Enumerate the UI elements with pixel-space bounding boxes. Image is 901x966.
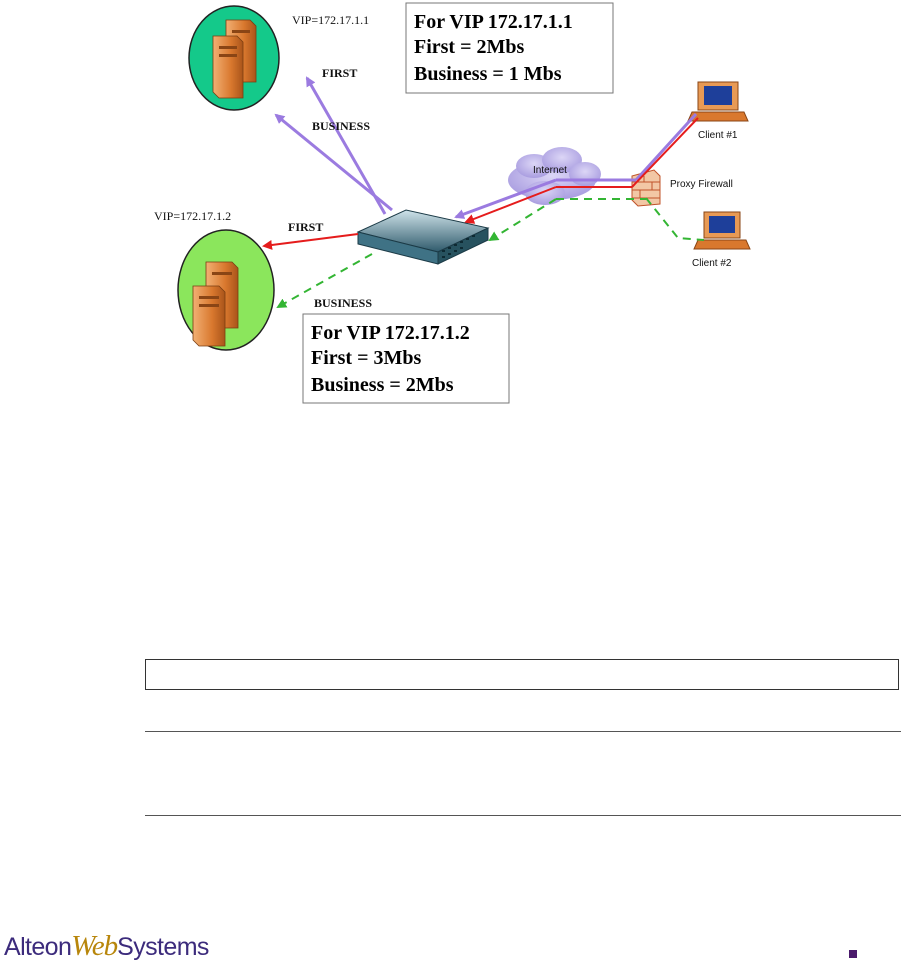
rate-box-vip2-line1: For VIP 172.17.1.2 (311, 322, 470, 344)
vip2-label: VIP=172.17.1.2 (154, 209, 231, 223)
rate-box-vip1-line2: First = 2Mbs (414, 36, 524, 58)
rate-box-vip2: For VIP 172.17.1.2 First = 3Mbs Business… (302, 313, 510, 404)
first-label-vip1: FIRST (322, 66, 357, 80)
rate-box-vip2-line2: First = 3Mbs (311, 347, 421, 369)
footer-bullet-icon (849, 950, 857, 958)
proxy-firewall-label: Proxy Firewall (670, 179, 733, 190)
rate-box-vip1-line3: Business = 1 Mbs (414, 63, 562, 85)
horizontal-rule-bottom (145, 815, 901, 816)
rate-box-vip2-line3: Business = 2Mbs (311, 374, 454, 396)
logo-systems: Systems (117, 933, 209, 961)
proxy-firewall-icon (631, 169, 661, 207)
network-diagram: VIP=172.17.1.1 VIP=172.17.1.2 For VIP 17… (154, 2, 751, 404)
internet-cloud: Internet (508, 147, 601, 205)
rate-box-vip1: For VIP 172.17.1.1 First = 2Mbs Business… (405, 2, 614, 94)
vip2-server-group (177, 229, 275, 351)
vip1-server-group (188, 5, 280, 111)
first-label-vip2: FIRST (288, 220, 323, 234)
server-icon (192, 261, 239, 347)
internet-to-switch-links (454, 178, 557, 242)
horizontal-rule-top (145, 731, 901, 732)
empty-table-box (145, 659, 899, 690)
client1-label: Client #1 (698, 130, 738, 141)
client2-label: Client #2 (692, 258, 732, 269)
client1-computer-icon (687, 81, 749, 122)
switch-to-vip2-links (262, 233, 373, 308)
client2-computer-icon (693, 211, 751, 250)
alteon-websystems-logo: AlteonWebSystems (4, 930, 209, 966)
switch-to-vip1-links (274, 76, 393, 215)
internet-label: Internet (533, 165, 567, 176)
logo-alteon: Alteon (4, 933, 72, 961)
server-icon (212, 19, 257, 99)
switch-icon (356, 209, 490, 265)
rate-box-vip1-line1: For VIP 172.17.1.1 (414, 11, 573, 33)
client-links (556, 112, 705, 241)
logo-web: Web (71, 930, 118, 962)
business-label-vip2: BUSINESS (314, 296, 372, 310)
business-label-vip1: BUSINESS (312, 119, 370, 133)
vip1-label: VIP=172.17.1.1 (292, 13, 369, 27)
